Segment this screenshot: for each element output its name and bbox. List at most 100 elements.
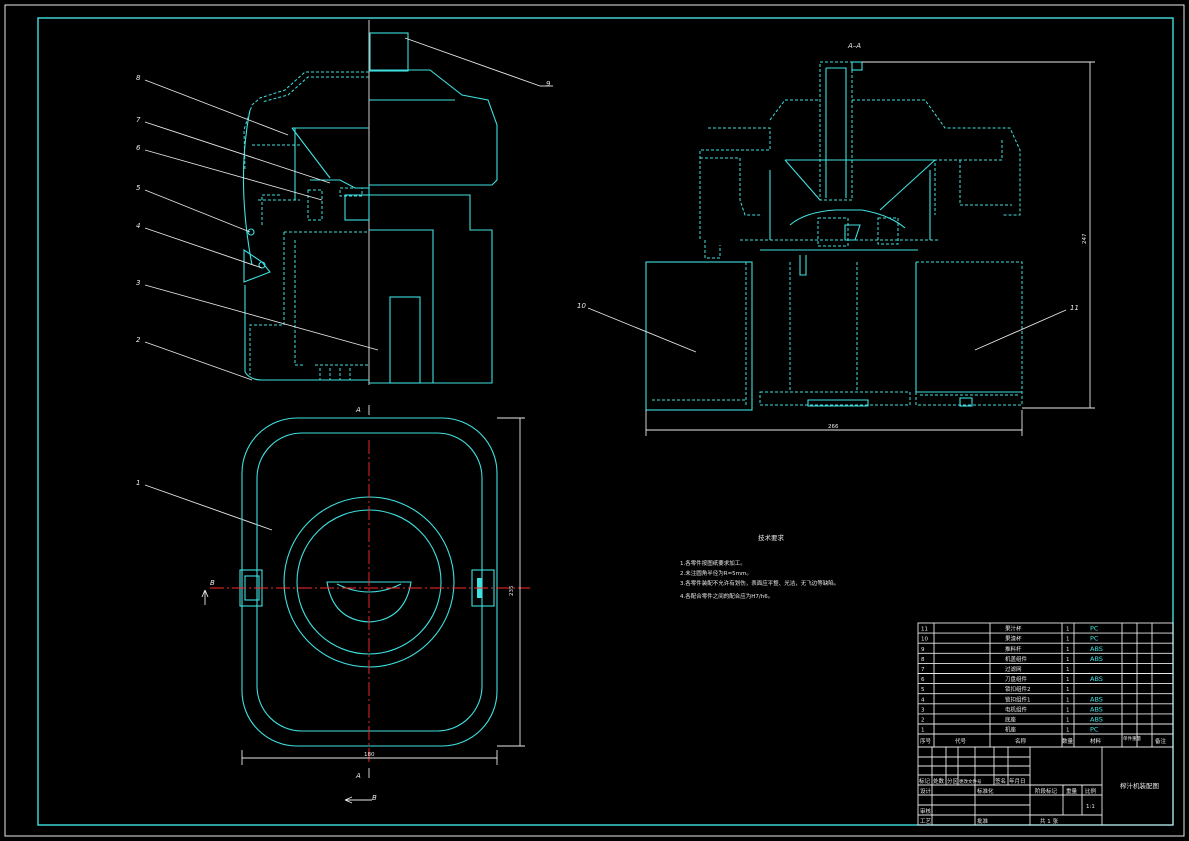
- tb-title: 榨汁机装配图: [1120, 781, 1159, 790]
- view-a-bottom: A: [355, 772, 361, 780]
- outer-border: [4, 4, 1185, 837]
- bom-cell-no: 10: [921, 637, 928, 643]
- callout-4: 4: [136, 222, 140, 230]
- bom-cell-qty: 1: [1066, 627, 1070, 633]
- bom-cell-no: 3: [921, 707, 925, 713]
- bom-cell-qty: 1: [1066, 667, 1070, 673]
- bom-cell-name: 过滤网: [1005, 665, 1022, 673]
- view-a-top: A: [355, 406, 361, 414]
- tech-note-2: 2.未注圆角半径为R=5mm。: [680, 569, 752, 577]
- bom-cell-name: 底座: [1005, 716, 1017, 724]
- bom-cell-name: 锁扣组件2: [1005, 685, 1031, 693]
- inner-border: [37, 17, 1174, 826]
- bom-cell-no: 11: [921, 627, 928, 633]
- bom-cell-name: 刀盘组件: [1005, 675, 1028, 683]
- bom-h-qty: 数量: [1062, 737, 1074, 745]
- bom-h-material: 材料: [1090, 737, 1102, 745]
- section-label: A–A: [847, 42, 861, 50]
- tb-review: 审核: [920, 807, 932, 815]
- tech-note-3: 3.各零件装配不允许有划伤，表面应平整、光洁，无飞边等缺陷。: [680, 579, 839, 587]
- bom-cell-material: ABS: [1090, 695, 1103, 703]
- callout-5: 5: [136, 184, 141, 192]
- tb-approve: 批准: [977, 817, 989, 825]
- bom-cell-material: PC: [1090, 726, 1099, 734]
- tb-weight: 重量: [1066, 787, 1078, 795]
- bom-cell-no: 4: [921, 697, 925, 703]
- callout-11: 11: [1070, 304, 1079, 312]
- tech-notes: 技术要求 1.各零件按图纸要求加工。 2.未注圆角半径为R=5mm。 3.各零件…: [680, 533, 839, 600]
- bom-cell-material: ABS: [1090, 675, 1103, 683]
- bom-cell-name: 果渣杯: [1005, 635, 1022, 643]
- bom-h-name: 名称: [1015, 737, 1027, 745]
- tb-sheets: 共 1 张: [1040, 817, 1058, 825]
- rev-date: 年月日: [1009, 777, 1026, 785]
- bom-cell-name: 机盖组件: [1005, 655, 1028, 663]
- callout-1: 1: [136, 479, 140, 487]
- dim-height: 247: [1082, 233, 1088, 244]
- bom-h-code: 代号: [955, 737, 967, 745]
- rev-mark: 标记: [919, 777, 931, 785]
- bom-cell-name: 锁扣组件1: [1005, 695, 1031, 703]
- bom-cell-name: 机座: [1005, 726, 1017, 734]
- bom-h-seq: 序号: [920, 737, 932, 745]
- callout-8: 8: [136, 74, 141, 82]
- bom-cell-no: 8: [921, 657, 925, 663]
- callout-10: 10: [577, 302, 586, 310]
- tb-scale-value: 1:1: [1086, 804, 1095, 810]
- callout-2: 2: [136, 336, 141, 344]
- bom-cell-qty: 1: [1066, 707, 1070, 713]
- bom-cell-qty: 1: [1066, 718, 1070, 724]
- rev-zone: 分区: [947, 777, 959, 785]
- bom-cell-qty: 1: [1066, 697, 1070, 703]
- tech-note-1: 1.各零件按图纸要求加工。: [680, 559, 746, 567]
- tb-design: 设计: [920, 787, 932, 795]
- title-block: 标记 处数 分区 更改文件号 签名 年月日 设计 标准化 审核 工艺 批准 阶段…: [917, 746, 1174, 826]
- plan-view: A 180 235 A B B: [201, 405, 530, 804]
- bom-cell-material: ABS: [1090, 655, 1103, 663]
- bom-cell-no: 2: [921, 718, 925, 724]
- dim-plan-width: 180: [364, 752, 375, 758]
- callout-7: 7: [136, 116, 141, 124]
- callout-9: 9: [546, 80, 551, 88]
- tb-stage: 阶段标记: [1035, 787, 1058, 795]
- dim-plan-height: 235: [509, 585, 515, 596]
- callout-3: 3: [136, 279, 140, 287]
- bom-cell-qty: 1: [1066, 687, 1070, 693]
- bom-cell-no: 9: [921, 647, 925, 653]
- rev-count: 处数: [933, 777, 945, 785]
- bom-cell-qty: 1: [1066, 677, 1070, 683]
- bom-cell-name: 果汁杯: [1005, 625, 1022, 633]
- bom-cell-name: 电机组件: [1005, 705, 1028, 713]
- bom-cell-no: 7: [921, 667, 925, 673]
- section-aa-view: A–A 266 247: [577, 42, 1095, 436]
- callout-6: 6: [136, 144, 141, 152]
- bom-cell-material: ABS: [1090, 705, 1103, 713]
- bom-cell-qty: 1: [1066, 647, 1070, 653]
- view-b-bottom: B: [372, 794, 377, 802]
- bom-cell-material: ABS: [1090, 716, 1103, 724]
- front-section-view: [242, 20, 498, 385]
- bom-cell-material: ABS: [1090, 645, 1103, 653]
- front-callouts: 8 7 6 5 4 3 2 1 9: [136, 37, 553, 531]
- bom-cell-material: PC: [1090, 625, 1099, 633]
- tb-process: 工艺: [920, 818, 932, 825]
- tech-notes-title: 技术要求: [758, 533, 785, 542]
- bom-h-unit-weight: 单件重量: [1123, 735, 1141, 742]
- view-b-left: B: [210, 579, 215, 587]
- dim-section-width: 266: [828, 424, 839, 430]
- bom-cell-qty: 1: [1066, 728, 1070, 734]
- bom-cell-qty: 1: [1066, 637, 1070, 643]
- tb-standard: 标准化: [977, 787, 994, 795]
- bom-cell-no: 1: [921, 728, 925, 734]
- bom-cell-no: 6: [921, 677, 925, 683]
- bom-cell-no: 5: [921, 687, 925, 693]
- tech-note-4: 4.各配合零件之间的配合应为H7/h6。: [680, 592, 773, 600]
- rev-doc: 更改文件号: [959, 778, 982, 785]
- tb-scale: 比例: [1085, 787, 1097, 795]
- bom-cell-name: 推料杆: [1005, 645, 1022, 653]
- bom-cell-qty: 1: [1066, 657, 1070, 663]
- bom-cell-material: PC: [1090, 635, 1099, 643]
- rev-sign: 签名: [995, 777, 1006, 785]
